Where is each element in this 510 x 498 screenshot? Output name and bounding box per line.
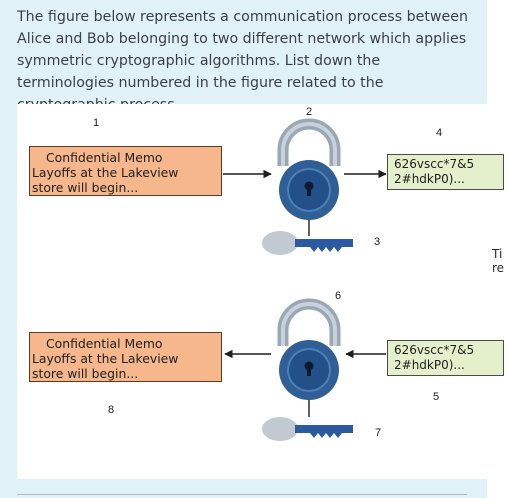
- ciphertext-box-top: 626vscc*7&5 2#hdkP0)...: [387, 154, 504, 190]
- cut-off-text: re: [492, 261, 505, 275]
- memo-line: Confidential Memo: [46, 150, 163, 165]
- key-icon: [262, 231, 353, 255]
- figure-number: 1: [93, 117, 100, 129]
- memo-line: Confidential Memo: [46, 336, 163, 351]
- key-icon: [262, 417, 353, 441]
- figure-number: 2: [306, 106, 313, 118]
- crypto-figure: Confidential Memo Layoffs at the Lakevie…: [17, 104, 504, 479]
- cipher-line: 626vscc*7&5: [394, 343, 475, 357]
- figure-number: 4: [436, 127, 443, 139]
- memo-line: Layoffs at the Lakeview: [32, 351, 179, 366]
- divider: [17, 494, 467, 495]
- figure-number: 8: [108, 404, 115, 416]
- figure-graphics: [223, 118, 387, 441]
- plaintext-memo-bottom: Confidential Memo Layoffs at the Lakevie…: [29, 332, 222, 382]
- figure-number: 6: [335, 290, 342, 302]
- cipher-line: 2#hdkP0)...: [394, 358, 465, 372]
- cut-off-text: Ti: [492, 247, 503, 261]
- memo-line: store will begin...: [32, 366, 139, 381]
- figure-number: 7: [375, 427, 382, 439]
- cipher-line: 626vscc*7&5: [394, 157, 475, 171]
- memo-line: Layoffs at the Lakeview: [32, 165, 179, 180]
- memo-line: store will begin...: [32, 180, 139, 195]
- figure-number: 5: [433, 391, 440, 403]
- cipher-line: 2#hdkP0)...: [394, 172, 465, 186]
- ciphertext-box-bottom: 626vscc*7&5 2#hdkP0)...: [387, 340, 504, 376]
- lock-icon: [277, 118, 341, 220]
- question-text: The figure below represents a communicat…: [17, 9, 468, 113]
- figure-number: 3: [374, 236, 381, 248]
- lock-icon: [277, 298, 341, 400]
- plaintext-memo-top: Confidential Memo Layoffs at the Lakevie…: [29, 146, 222, 196]
